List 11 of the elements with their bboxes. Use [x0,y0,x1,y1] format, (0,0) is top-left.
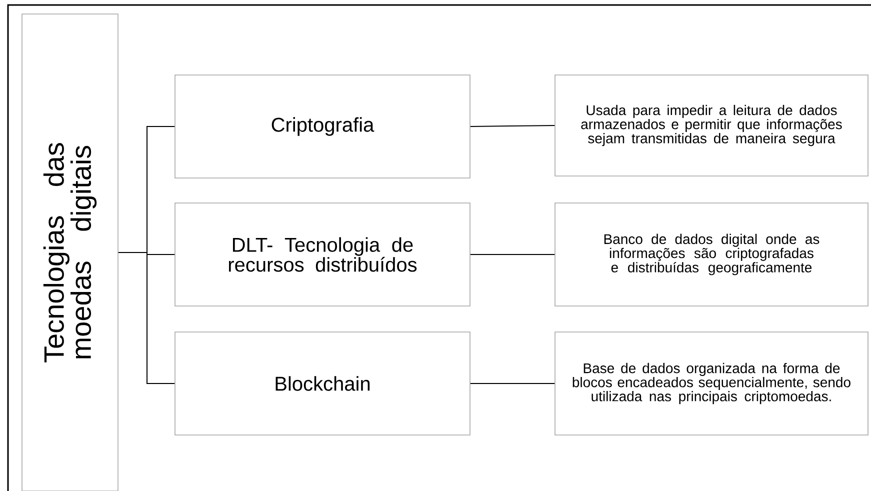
technology-box: Blockchain [174,332,470,436]
connector-line [118,252,176,384]
technology-box: Criptografia [174,74,470,178]
description-box: Banco de dados digital onde as informações são criptografadas e distribuídas geograficamente [554,202,868,306]
description-box: Base de dados organizada na forma de blocos encadeados sequencialmente, sendo utilizada nas principais criptomoedas. [554,332,868,436]
connector-line [470,125,556,127]
description-box: Usada para impedir a leitura de dados armazenados e permitir que informações sejam transmitidas de maneira segura [554,74,868,176]
connector-line [470,254,556,255]
technology-box: DLT- Tecnologia de recursos distribuídos [174,202,470,306]
connector-line [470,383,556,384]
category-box: Tecnologias das moedas digitais [22,14,118,491]
